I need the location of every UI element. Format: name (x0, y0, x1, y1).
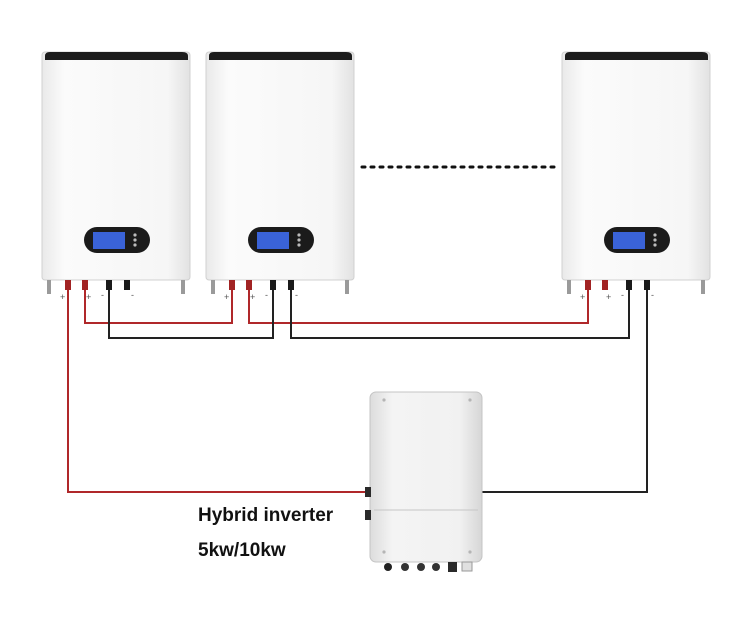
terminal-mark: + (580, 292, 585, 302)
terminal-mark: + (60, 292, 65, 302)
terminal-mark: + (86, 292, 91, 302)
wiring (67, 290, 648, 493)
negative-wire-link-1-2 (108, 290, 274, 339)
inverter-power-label: 5kw/10kw (198, 540, 286, 561)
battery-terminals: + + - - (580, 280, 654, 302)
lcd-display (604, 227, 670, 253)
terminal-mark: - (621, 290, 624, 300)
positive-main-wire (67, 290, 370, 493)
terminal-mark: + (224, 292, 229, 302)
inverter-ports (384, 561, 473, 572)
terminal-mark: - (651, 290, 654, 300)
negative-wire-link-2-n (290, 290, 630, 339)
hybrid-inverter (365, 391, 483, 572)
terminal-mark: - (131, 290, 134, 300)
terminal-mark: + (250, 292, 255, 302)
lcd-display (248, 227, 314, 253)
battery-module-3: + + - - (561, 51, 711, 302)
terminal-mark: + (606, 292, 611, 302)
terminal-mark: - (101, 290, 104, 300)
battery-terminals: + + - - (60, 280, 134, 302)
positive-wire-link-2-n (248, 290, 589, 324)
lcd-display (84, 227, 150, 253)
battery-terminals: + + - - (224, 280, 298, 302)
positive-wire-link-1-2 (84, 290, 233, 324)
inverter-title-label: Hybrid inverter (198, 505, 334, 526)
terminal-mark: - (295, 290, 298, 300)
negative-main-wire (482, 290, 648, 493)
terminal-mark: - (265, 290, 268, 300)
battery-module-2: + + - - (205, 51, 355, 302)
battery-module-1: + + - - (41, 51, 191, 302)
